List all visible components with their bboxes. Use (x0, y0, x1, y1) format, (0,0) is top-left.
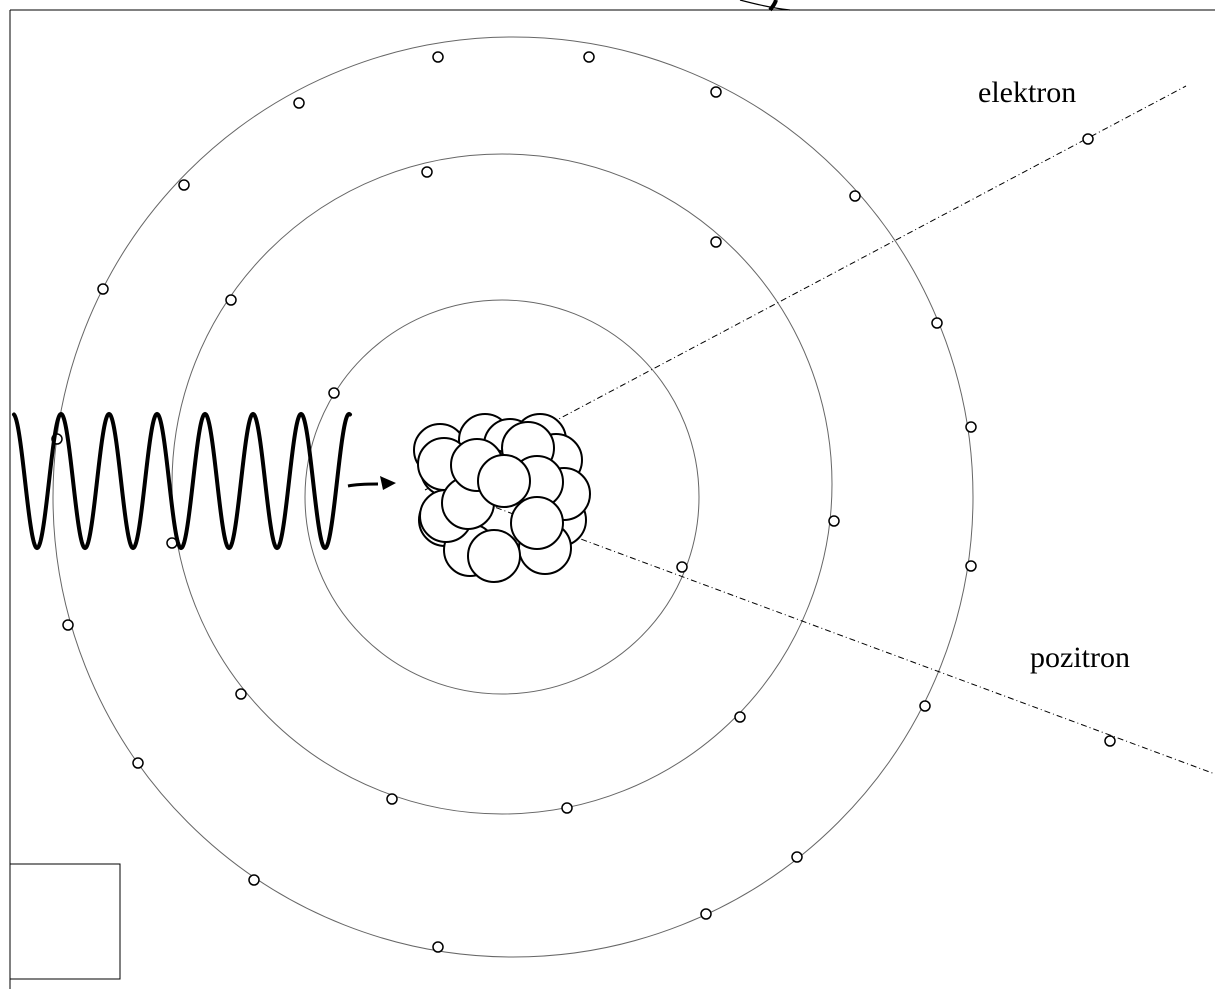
orbit-electron (62, 619, 74, 631)
nucleon (510, 496, 564, 550)
orbit-electron (293, 97, 305, 109)
orbit-electron (386, 793, 398, 805)
emitted-positron (1104, 735, 1116, 747)
orbit-electron (710, 86, 722, 98)
orbit-electron (849, 190, 861, 202)
orbit-electron (132, 757, 144, 769)
orbit-electron (919, 700, 931, 712)
orbit-electron (248, 874, 260, 886)
nucleon (467, 529, 521, 583)
electron-label: elektron (978, 76, 1076, 109)
emitted-electron (1082, 133, 1094, 145)
middle-orbit (171, 153, 833, 815)
photon-arrow-head (380, 476, 396, 490)
inner-orbit (304, 299, 700, 695)
photon-arrow-shaft (347, 482, 379, 488)
orbit-electron (710, 236, 722, 248)
outer-orbit (52, 36, 974, 958)
orbit-electron (328, 387, 340, 399)
orbit-electron (432, 941, 444, 953)
positron-track (434, 484, 1215, 775)
orbit-electron (791, 851, 803, 863)
orbit-electron (828, 515, 840, 527)
photon-wave (12, 411, 352, 551)
orbit-electron (734, 711, 746, 723)
orbit-electron (583, 51, 595, 63)
orbit-electron (97, 283, 109, 295)
top-arc-fragment (739, 0, 791, 11)
orbit-electron (931, 317, 943, 329)
orbit-electron (676, 561, 688, 573)
orbit-electron (561, 802, 573, 814)
orbit-electron (421, 166, 433, 178)
orbit-electron (965, 560, 977, 572)
positron-label: pozitron (1030, 641, 1130, 674)
nucleon (477, 454, 531, 508)
top-glyph-fragment (768, 0, 778, 12)
orbit-electron (235, 688, 247, 700)
orbit-electron (432, 51, 444, 63)
nucleus (413, 413, 591, 583)
orbit-electron (178, 179, 190, 191)
orbit-electron (700, 908, 712, 920)
orbits-group (52, 36, 974, 958)
corner-box (9, 863, 121, 980)
electrons-group (51, 51, 977, 953)
orbit-electron (965, 421, 977, 433)
orbit-electron (225, 294, 237, 306)
